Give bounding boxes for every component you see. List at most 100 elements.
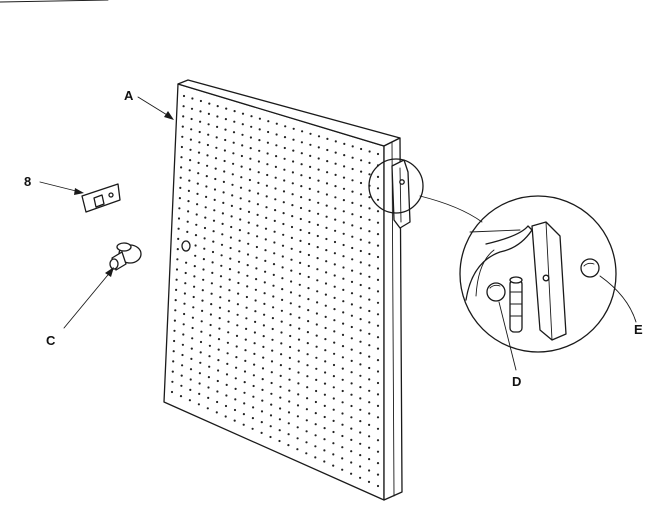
perforation-hole xyxy=(221,233,224,236)
perforation-hole xyxy=(245,317,248,320)
perforation-hole xyxy=(201,299,204,302)
perforation-hole xyxy=(238,250,241,253)
perforation-hole xyxy=(351,224,354,227)
perforation-hole xyxy=(359,465,362,468)
perforation-hole xyxy=(182,105,185,108)
scan-edge-line xyxy=(0,0,109,3)
perforation-hole xyxy=(224,118,227,121)
perforation-hole xyxy=(376,439,380,442)
perforation-hole xyxy=(236,313,239,316)
perforation-hole xyxy=(262,345,265,348)
perforation-hole xyxy=(297,360,300,363)
perforation-hole xyxy=(206,164,209,167)
perforation-hole xyxy=(306,342,309,345)
perforation-hole xyxy=(376,198,380,201)
perforation-hole xyxy=(217,338,221,341)
callout-d: D xyxy=(512,374,521,389)
perforation-hole xyxy=(176,248,179,251)
perforation-hole xyxy=(325,226,328,229)
detail-door-edge-curve xyxy=(465,225,533,301)
perforation-hole xyxy=(290,258,293,261)
perforation-hole xyxy=(281,298,284,301)
perforation-hole xyxy=(316,246,319,249)
perforation-hole xyxy=(256,213,259,216)
perforation-hole xyxy=(251,417,254,420)
perforation-hole xyxy=(199,361,202,364)
perforation-hole xyxy=(189,378,192,381)
perforation-hole xyxy=(274,187,277,190)
perforation-hole xyxy=(316,268,319,271)
perforation-hole xyxy=(368,298,371,301)
perforation-hole xyxy=(325,193,328,196)
perforation-hole xyxy=(225,383,228,386)
perforation-hole xyxy=(376,290,380,293)
perforation-hole xyxy=(270,392,273,395)
perforation-hole xyxy=(350,404,353,408)
perforation-hole xyxy=(278,439,281,443)
perforation-hole xyxy=(271,338,274,341)
perforation-hole xyxy=(189,388,192,391)
perforation-hole xyxy=(189,159,192,162)
perforation-hole xyxy=(287,444,290,447)
perforation-hole xyxy=(234,377,237,380)
perforation-hole xyxy=(342,255,345,258)
perforation-hole xyxy=(325,237,328,241)
perforation-hole xyxy=(188,179,191,182)
perforation-hole xyxy=(314,445,317,448)
perforation-hole xyxy=(341,468,344,471)
perforation-hole xyxy=(342,322,345,325)
perforation-hole xyxy=(207,123,210,126)
perforation-hole xyxy=(368,412,371,415)
perforation-hole xyxy=(359,261,362,264)
perforation-hole xyxy=(334,218,337,221)
perforation-hole xyxy=(341,389,344,393)
perforation-hole xyxy=(260,431,263,434)
perforation-hole xyxy=(325,215,328,218)
perforation-hole xyxy=(265,184,268,187)
perforation-hole xyxy=(306,386,309,389)
perforation-hole xyxy=(250,115,253,118)
perforation-hole xyxy=(270,371,273,374)
perforation-hole xyxy=(326,171,329,174)
perforation-hole xyxy=(333,296,336,299)
perforation-hole xyxy=(376,221,380,224)
perforation-hole xyxy=(289,334,292,338)
perforation-hole xyxy=(324,371,327,374)
perforation-hole xyxy=(351,156,354,159)
perforation-hole xyxy=(342,232,345,235)
perforation-hole xyxy=(262,335,265,338)
perforation-hole xyxy=(183,302,186,305)
perforation-hole xyxy=(368,218,371,221)
perforation-hole xyxy=(324,282,328,285)
perforation-hole xyxy=(350,292,354,295)
perforation-hole xyxy=(237,292,240,295)
perforation-hole xyxy=(254,310,257,313)
perforation-hole xyxy=(179,395,183,398)
perforation-hole xyxy=(368,446,371,449)
perforation-hole xyxy=(191,326,194,330)
perforation-hole xyxy=(288,356,291,359)
perforation-hole xyxy=(290,247,293,250)
perforation-hole xyxy=(359,386,362,389)
callout-c: C xyxy=(46,333,56,348)
perforation-hole xyxy=(232,162,235,165)
perforation-hole xyxy=(305,408,308,411)
perforation-hole xyxy=(173,339,176,343)
perforation-hole xyxy=(359,238,362,241)
perforation-hole xyxy=(255,256,258,259)
perforation-hole xyxy=(233,419,236,422)
perforation-hole xyxy=(368,150,371,153)
perforation-hole xyxy=(192,306,195,309)
perforation-hole xyxy=(317,135,321,138)
perforation-hole xyxy=(350,348,353,351)
perforation-hole xyxy=(200,330,203,333)
bumper-d-shade xyxy=(489,284,501,289)
perforation-hole xyxy=(196,192,199,195)
perforation-hole xyxy=(213,198,216,201)
perforation-hole xyxy=(359,283,362,287)
perforation-hole xyxy=(266,163,269,166)
perforation-hole xyxy=(351,258,354,261)
perforation-hole xyxy=(291,182,294,185)
perforation-hole xyxy=(244,359,247,362)
perforation-hole xyxy=(204,216,207,219)
